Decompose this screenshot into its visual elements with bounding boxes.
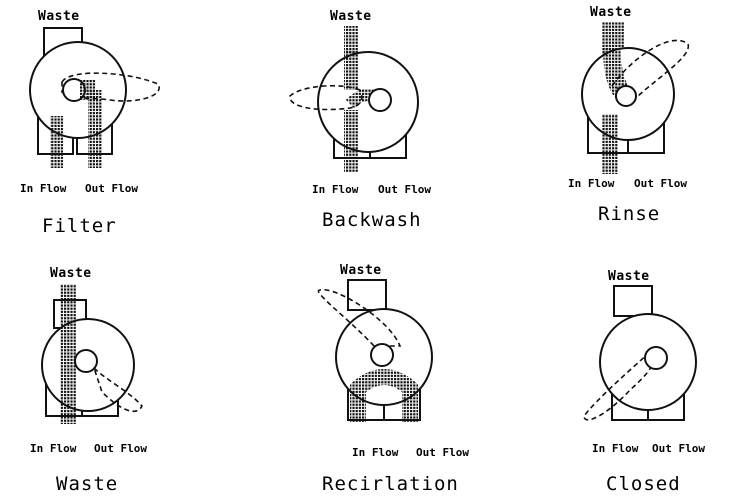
- valve-closed: Waste In Flow Out Flow Closed: [583, 269, 705, 495]
- rotor-path: [610, 39, 689, 97]
- mode-title: Filter: [42, 215, 117, 237]
- out-flow-label: Out Flow: [652, 442, 705, 455]
- rotor-stream: [80, 80, 96, 100]
- out-flow-label: Out Flow: [416, 446, 469, 459]
- rotor-path: [317, 289, 402, 347]
- valve-backwash: Waste In Flow Out Flow Backwash: [289, 9, 431, 231]
- mode-title: Recirlation: [322, 473, 459, 495]
- rotor-port: [368, 88, 392, 112]
- recirculation-stream: [350, 369, 418, 422]
- rotor-port: [644, 346, 668, 370]
- valve-body: [317, 51, 419, 153]
- rotor-path: [289, 84, 363, 111]
- rotor-port: [370, 343, 394, 367]
- waste-label: Waste: [340, 263, 382, 278]
- waste-label: Waste: [590, 5, 632, 20]
- waste-stream-inner: [344, 50, 358, 90]
- out-flow-label: Out Flow: [94, 442, 147, 455]
- rotor-path: [61, 72, 160, 102]
- inflow-stream: [344, 110, 358, 172]
- in-flow-label: In Flow: [352, 446, 399, 459]
- in-flow-label: In Flow: [592, 442, 639, 455]
- waste-stream: [60, 284, 76, 424]
- in-flow-label: In Flow: [20, 182, 67, 195]
- outflow-stream: [88, 90, 102, 168]
- in-flow-label: In Flow: [312, 183, 359, 196]
- valve-filter: Waste In Flow Out Flow Filter: [20, 9, 160, 237]
- rotor-path: [93, 367, 143, 412]
- mode-title: Backwash: [322, 209, 422, 231]
- waste-pipe: [347, 279, 387, 311]
- inflow-stream: [602, 114, 618, 174]
- out-flow-label: Out Flow: [634, 177, 687, 190]
- waste-label: Waste: [50, 266, 92, 281]
- waste-pipe: [613, 285, 653, 317]
- rotor-port: [74, 349, 98, 373]
- mode-title: Closed: [606, 473, 681, 495]
- in-flow-label: In Flow: [568, 177, 615, 190]
- rotor-port: [615, 85, 637, 107]
- inflow-stream: [50, 116, 64, 168]
- out-flow-label: Out Flow: [378, 183, 431, 196]
- waste-label: Waste: [608, 269, 650, 284]
- valve-recirculation: Waste In Flow Out Flow Recirlation: [317, 263, 469, 495]
- out-flow-label: Out Flow: [85, 182, 138, 195]
- mode-title: Waste: [56, 473, 118, 495]
- mode-title: Rinse: [598, 203, 660, 225]
- valve-rinse: Waste In Flow Out Flow Rinse: [568, 5, 689, 225]
- in-flow-label: In Flow: [30, 442, 77, 455]
- valve-waste: Waste In Flow Out Flow Waste: [30, 266, 147, 495]
- waste-label: Waste: [330, 9, 372, 24]
- rotor-path: [583, 350, 654, 421]
- waste-label: Waste: [38, 9, 80, 24]
